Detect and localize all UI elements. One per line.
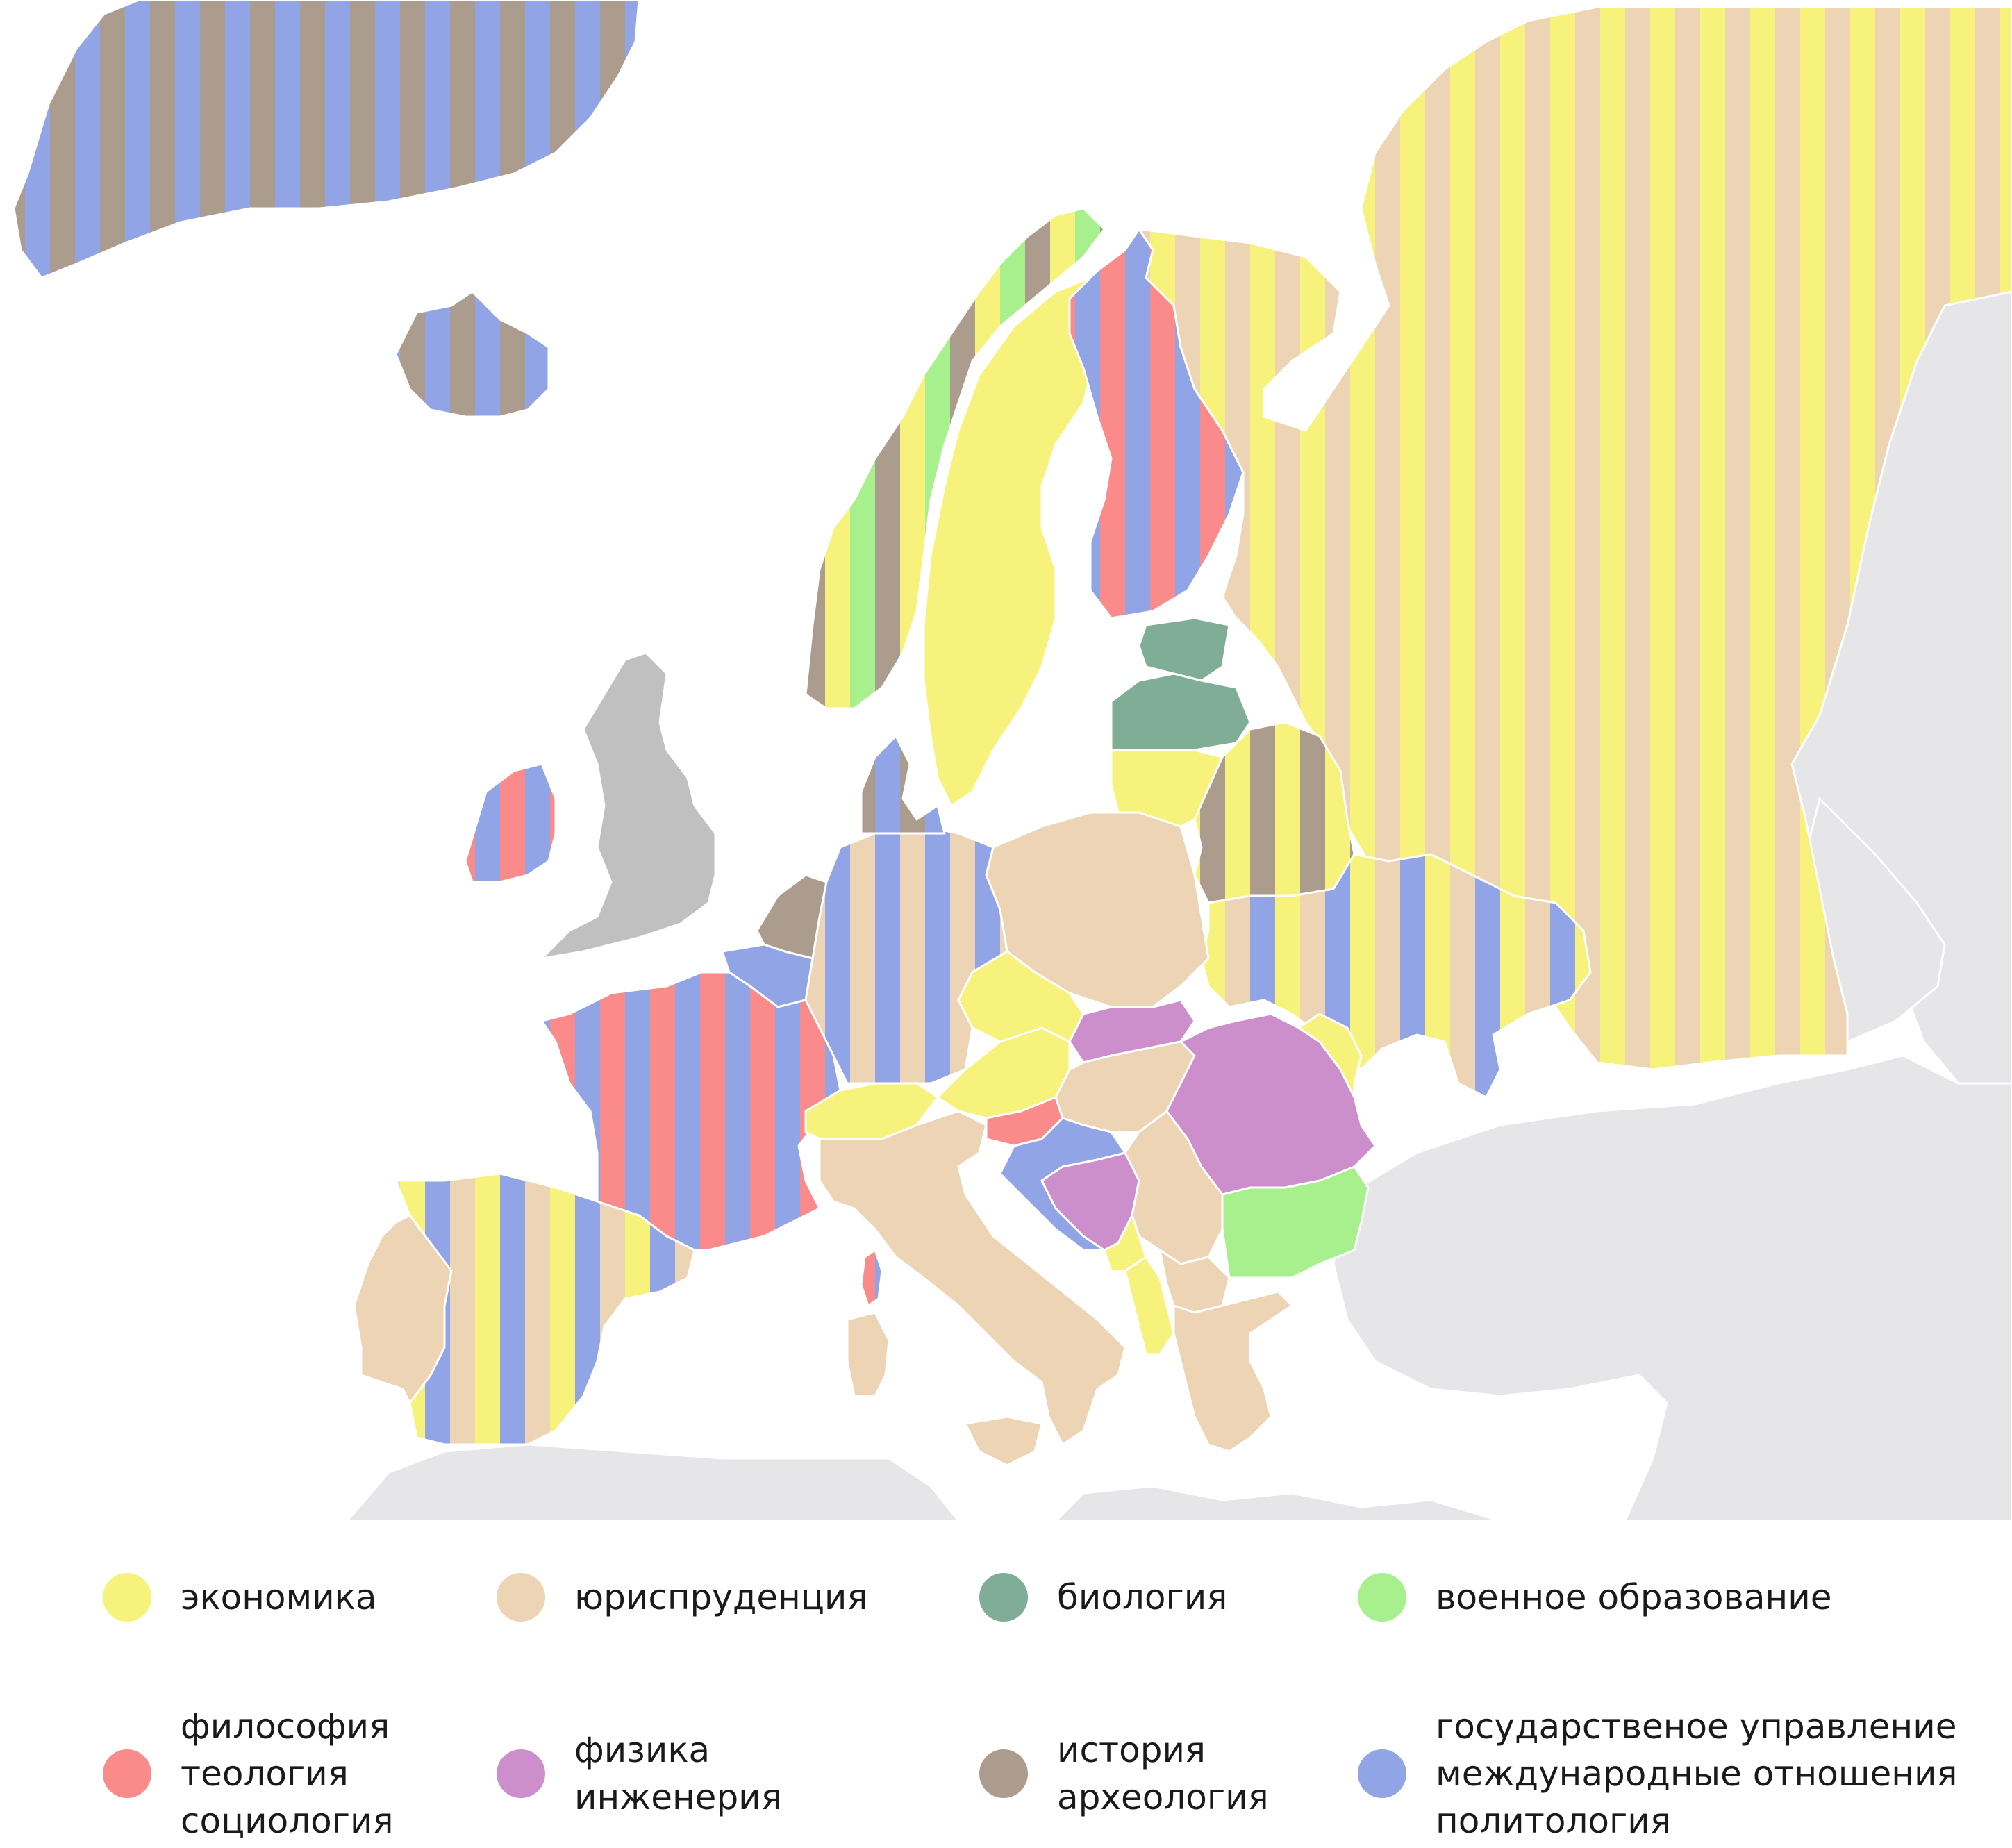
region-france xyxy=(540,971,842,1251)
legend-label-line: философия xyxy=(181,1706,390,1747)
region-greenland xyxy=(13,0,640,279)
region-norway xyxy=(804,207,1106,710)
region-iceland xyxy=(394,290,550,418)
legend-item-economics: экономика xyxy=(103,1573,377,1622)
legend: экономика юриспруденция биология военное об… xyxy=(0,1521,2012,1848)
region-romania xyxy=(1165,1013,1377,1196)
legend-label-line: теология xyxy=(181,1754,349,1794)
legend-item-physics: физика инженерия xyxy=(497,1726,782,1821)
libya-egypt xyxy=(1054,1485,1501,1521)
region-sardinia xyxy=(846,1311,890,1397)
region-greece xyxy=(1172,1290,1293,1453)
legend-swatch-history xyxy=(979,1749,1028,1798)
legend-swatch-physics xyxy=(497,1749,545,1798)
legend-label: философия теология социология xyxy=(181,1703,394,1845)
legend-label-line: государственое управление xyxy=(1436,1706,1957,1747)
region-italy xyxy=(818,1110,1126,1446)
legend-item-military: военное образование xyxy=(1358,1573,1831,1622)
legend-label-line: археология xyxy=(1057,1777,1269,1817)
region-ukraine xyxy=(1200,853,1592,1099)
region-sweden xyxy=(922,276,1113,807)
legend-label-line: международные отношения xyxy=(1436,1754,1958,1794)
region-moldova xyxy=(1297,1013,1363,1099)
legend-label: биология xyxy=(1057,1574,1227,1621)
europe-map xyxy=(13,0,2012,1521)
legend-label-line: история xyxy=(1057,1730,1206,1770)
legend-label-line: политология xyxy=(1436,1801,1671,1841)
region-latvia xyxy=(1110,672,1252,751)
legend-label-line: биология xyxy=(1057,1577,1228,1617)
legend-label-line: инженерия xyxy=(574,1777,782,1817)
region-ireland xyxy=(464,763,557,883)
region-corsica xyxy=(860,1249,883,1307)
region-montenegro xyxy=(1103,1214,1147,1272)
legend-label: физика инженерия xyxy=(574,1726,782,1821)
legend-item-politics: государственое управление международные о… xyxy=(1358,1703,1958,1845)
legend-swatch-philosophy xyxy=(103,1749,151,1798)
legend-label: государственое управление международные о… xyxy=(1436,1703,1958,1845)
region-albania xyxy=(1124,1256,1175,1356)
legend-label-line: физика xyxy=(574,1730,710,1770)
region-denmark xyxy=(860,735,946,835)
legend-swatch-military xyxy=(1358,1573,1406,1622)
legend-label-line: социология xyxy=(181,1801,394,1841)
turkey-middle-east xyxy=(1332,1054,2012,1521)
legend-label-line: военное образование xyxy=(1436,1577,1832,1617)
legend-item-philosophy: философия теология социология xyxy=(103,1703,394,1845)
legend-label: история археология xyxy=(1057,1726,1269,1821)
legend-swatch-economics xyxy=(103,1573,151,1622)
legend-label: юриспруденция xyxy=(574,1574,867,1621)
legend-label: военное образование xyxy=(1436,1574,1831,1621)
region-sicily xyxy=(964,1415,1043,1467)
legend-item-law: юриспруденция xyxy=(497,1573,867,1622)
legend-swatch-biology xyxy=(979,1573,1028,1622)
legend-label-line: юриспруденция xyxy=(574,1577,868,1617)
legend-label-line: экономика xyxy=(181,1577,377,1617)
region-russia xyxy=(1138,6,2012,1071)
legend-swatch-politics xyxy=(1358,1749,1406,1798)
region-united-kingdom xyxy=(540,651,717,960)
region-portugal xyxy=(353,1214,453,1404)
legend-item-biology: биология xyxy=(979,1573,1227,1622)
legend-label: экономика xyxy=(181,1574,377,1621)
legend-swatch-law xyxy=(497,1573,545,1622)
legend-item-history: история археология xyxy=(979,1726,1269,1821)
north-africa xyxy=(346,1443,960,1521)
